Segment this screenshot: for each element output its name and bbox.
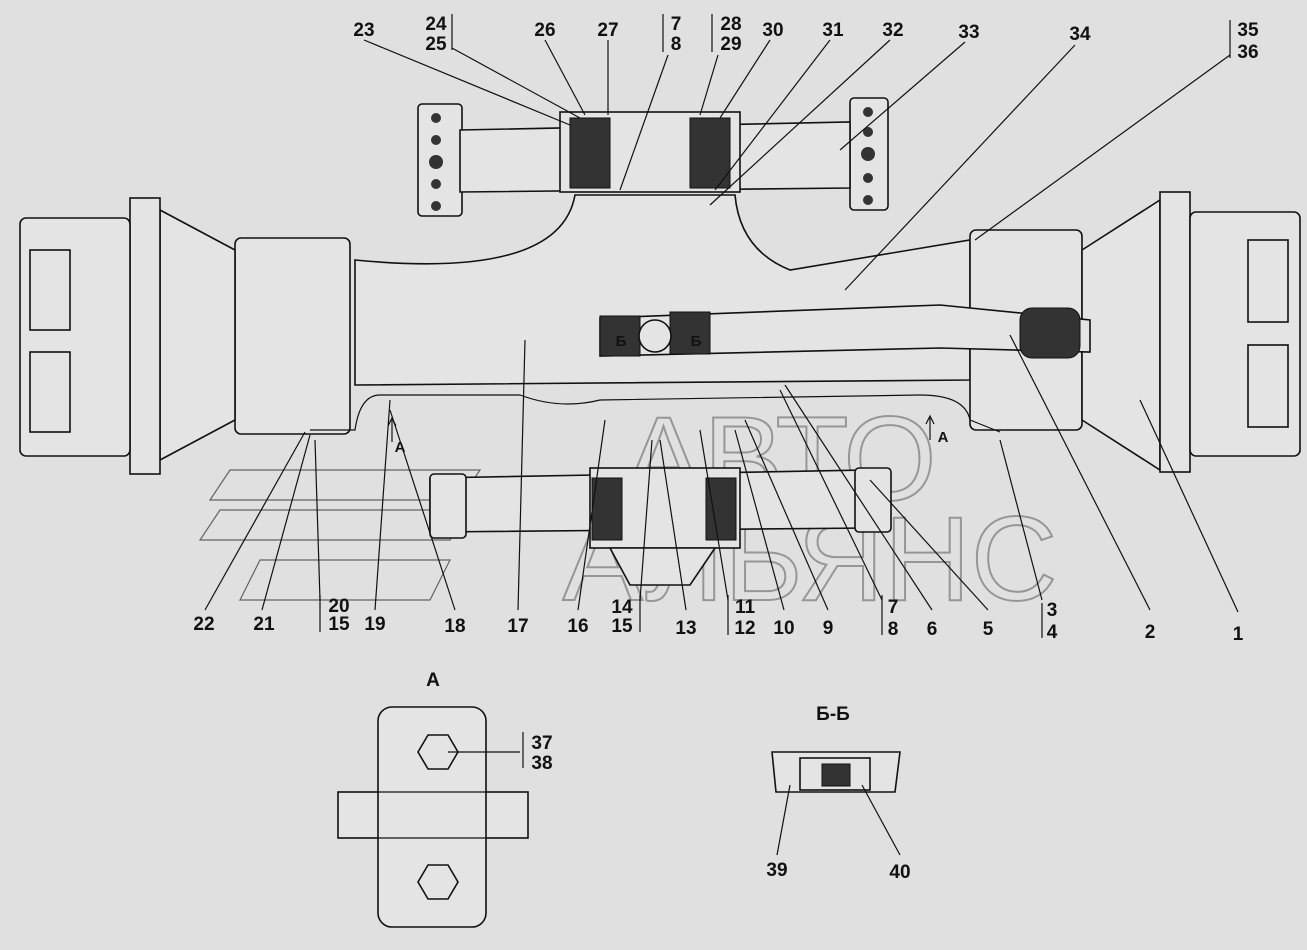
callout: 40: [889, 862, 910, 883]
arrow-icon: [387, 416, 397, 442]
callout: 16: [567, 616, 588, 637]
callout: 22: [193, 614, 214, 635]
callout: 19: [364, 614, 385, 635]
callout: 39: [766, 860, 787, 881]
view-mark-a: А: [938, 429, 949, 446]
callout: 29: [720, 34, 741, 55]
view-mark-a: А: [395, 439, 406, 456]
callout: 34: [1069, 24, 1091, 45]
callout: 24: [425, 14, 447, 35]
callout: 15: [611, 616, 633, 637]
callout: 8: [888, 619, 899, 640]
callout: 4: [1047, 622, 1058, 643]
callout: 13: [675, 618, 696, 639]
leader-lines: [204, 14, 1239, 638]
callout: 21: [253, 614, 275, 635]
callout: 17: [507, 616, 528, 637]
callout: 12: [734, 618, 755, 639]
callout: 37: [531, 733, 552, 754]
callout: 7: [888, 597, 899, 618]
callout: 33: [958, 22, 979, 43]
section-bb-title: Б-Б: [816, 704, 850, 725]
callout: 11: [735, 597, 756, 618]
section-marks: Б Б А А: [387, 333, 949, 456]
callout: 2: [1145, 622, 1156, 643]
callout: 15: [328, 614, 350, 635]
callout: 30: [762, 20, 783, 41]
callout: 27: [597, 20, 618, 41]
callout: 3: [1047, 600, 1058, 621]
callout: 7: [671, 14, 682, 35]
callout: 38: [531, 753, 552, 774]
callout: 5: [983, 619, 994, 640]
section-bb: Б-Б 39 40: [766, 704, 910, 883]
callout: 23: [353, 20, 374, 41]
callout: 1: [1233, 624, 1244, 645]
callout: 14: [611, 597, 633, 618]
callout: 6: [927, 619, 938, 640]
callout: 28: [720, 14, 741, 35]
callouts-bottom: 22 21 20 15 19 18 17 16 14 15 13 11 12 1…: [193, 596, 1243, 645]
callout: 31: [822, 20, 844, 41]
callout: 20: [328, 596, 349, 617]
section-mark-b: Б: [691, 333, 702, 350]
axle-drawing: [19, 97, 1301, 586]
arrow-icon: [925, 414, 935, 440]
callout: 32: [882, 20, 903, 41]
section-mark-b: Б: [616, 333, 627, 350]
callouts-top: 23 24 25 26 27 7 8 28 29 30 31 32 33 34 …: [353, 14, 1259, 63]
callout: 25: [425, 34, 447, 55]
callout: 35: [1237, 20, 1259, 41]
view-a: А 37 38: [337, 670, 553, 928]
callout: 8: [671, 34, 682, 55]
callout: 9: [823, 618, 834, 639]
callout: 36: [1237, 42, 1258, 63]
callout: 18: [444, 616, 465, 637]
view-a-title: А: [426, 670, 440, 691]
callout: 10: [773, 618, 794, 639]
callout: 26: [534, 20, 555, 41]
